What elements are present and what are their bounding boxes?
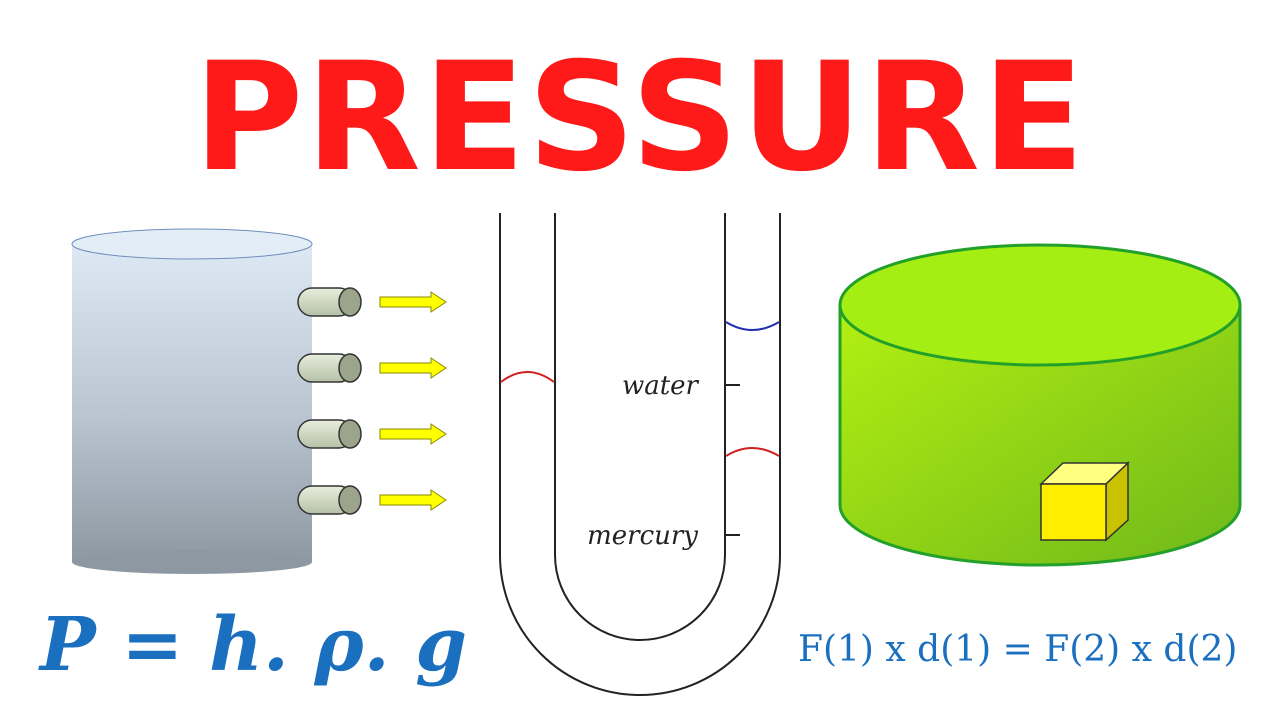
- page-title: PRESSURE: [193, 31, 1087, 205]
- cube: [1039, 461, 1130, 542]
- spout-1: [297, 287, 362, 317]
- spout-4: [297, 485, 362, 515]
- water-label: water: [622, 371, 700, 401]
- arrow-icon: [379, 489, 447, 511]
- arrow-icon: [379, 423, 447, 445]
- water-tank: [71, 228, 313, 574]
- u-tube-manometer: water mercury: [499, 213, 781, 696]
- green-tank: [838, 243, 1242, 567]
- arrow-icon: [379, 357, 447, 379]
- flow-arrows: [379, 291, 447, 511]
- spout-2: [297, 353, 362, 383]
- water-meniscus: [725, 321, 780, 331]
- arrow-icon: [379, 291, 447, 313]
- moments-formula: F(1) x d(1) = F(2) x d(2): [798, 629, 1238, 670]
- spouts: [297, 287, 362, 515]
- mercury-meniscus-right: [725, 447, 780, 457]
- spout-3: [297, 419, 362, 449]
- mercury-meniscus-left: [500, 371, 555, 383]
- mercury-label: mercury: [587, 521, 698, 551]
- pressure-formula: P = h. ρ. g: [40, 602, 467, 688]
